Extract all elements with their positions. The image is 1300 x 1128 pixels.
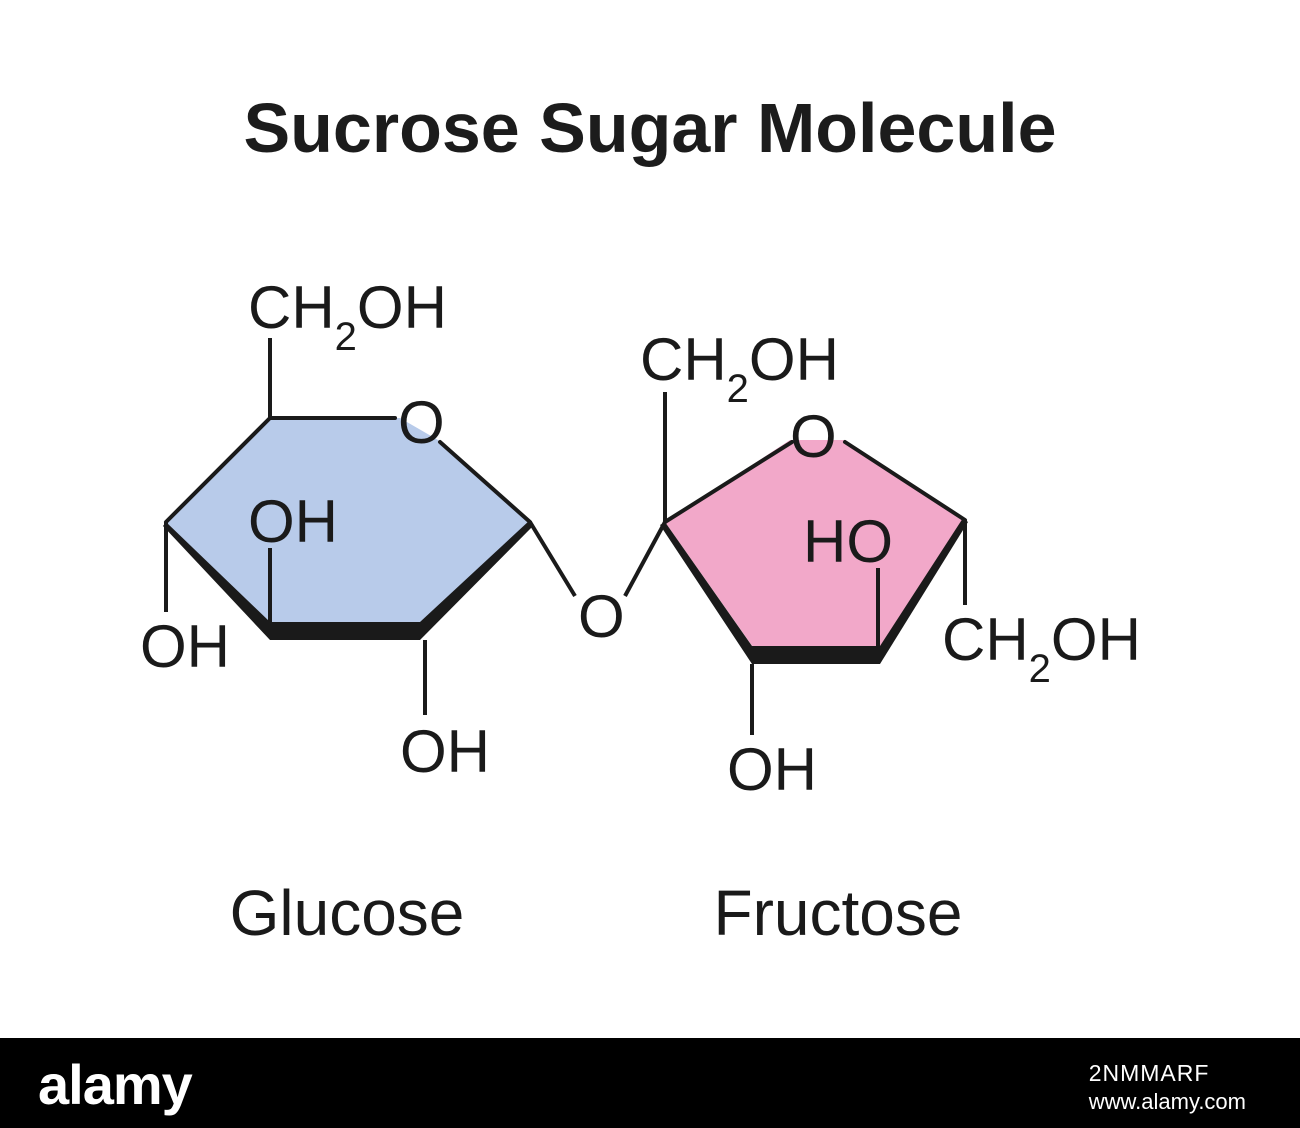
glucose-oh-bottom: OH — [400, 718, 490, 785]
fructose-substituent-bonds — [623, 392, 967, 735]
glucose-wedge-left — [163, 522, 270, 640]
glucose-ch2oh-label: CH2OH — [248, 274, 447, 359]
fructose-ring-bonds — [663, 440, 967, 524]
fructose-wedge-right — [880, 518, 968, 664]
diagram-title: Sucrose Sugar Molecule — [243, 89, 1057, 167]
fructose-ring-oxygen: O — [790, 403, 837, 470]
watermark-brand-logo: alamy — [38, 1053, 193, 1116]
fructose-oh-bottom: OH — [727, 736, 817, 803]
image-id-text: 2NMMARF — [1088, 1060, 1210, 1086]
fructose-name: Fructose — [714, 877, 963, 949]
glucose-substituent-bonds — [164, 338, 577, 715]
fructose-ring — [623, 392, 968, 735]
glucose-wedge-right — [420, 520, 534, 640]
watermark-bar — [0, 1038, 1300, 1128]
fructose-wedge-bottom — [752, 646, 880, 664]
site-url-text: www.alamy.com — [1088, 1089, 1246, 1114]
fructose-ch2oh-right-label: CH2OH — [942, 606, 1141, 691]
glucose-oh-inner: OH — [248, 488, 338, 555]
glucose-ring-oxygen: O — [398, 389, 445, 456]
watermark-meta: 2NMMARF www.alamy.com — [1089, 1060, 1246, 1115]
fructose-ho-inner: HO — [803, 508, 893, 575]
fructose-ring-fill — [665, 440, 965, 650]
fructose-ch2oh-top-label: CH2OH — [640, 326, 839, 411]
glycosidic-oxygen: O — [578, 583, 625, 650]
glucose-name: Glucose — [230, 877, 465, 949]
glucose-ring-bonds — [164, 416, 532, 524]
glucose-ring — [163, 338, 577, 715]
glucose-wedge-bottom — [270, 622, 420, 640]
glucose-oh-left: OH — [140, 613, 230, 680]
fructose-wedge-left — [660, 522, 752, 664]
glucose-ring-fill — [166, 418, 530, 628]
sucrose-structure-diagram: CH2OH O OH OH OH O CH2OH O HO CH2OH OH G… — [140, 274, 1141, 949]
